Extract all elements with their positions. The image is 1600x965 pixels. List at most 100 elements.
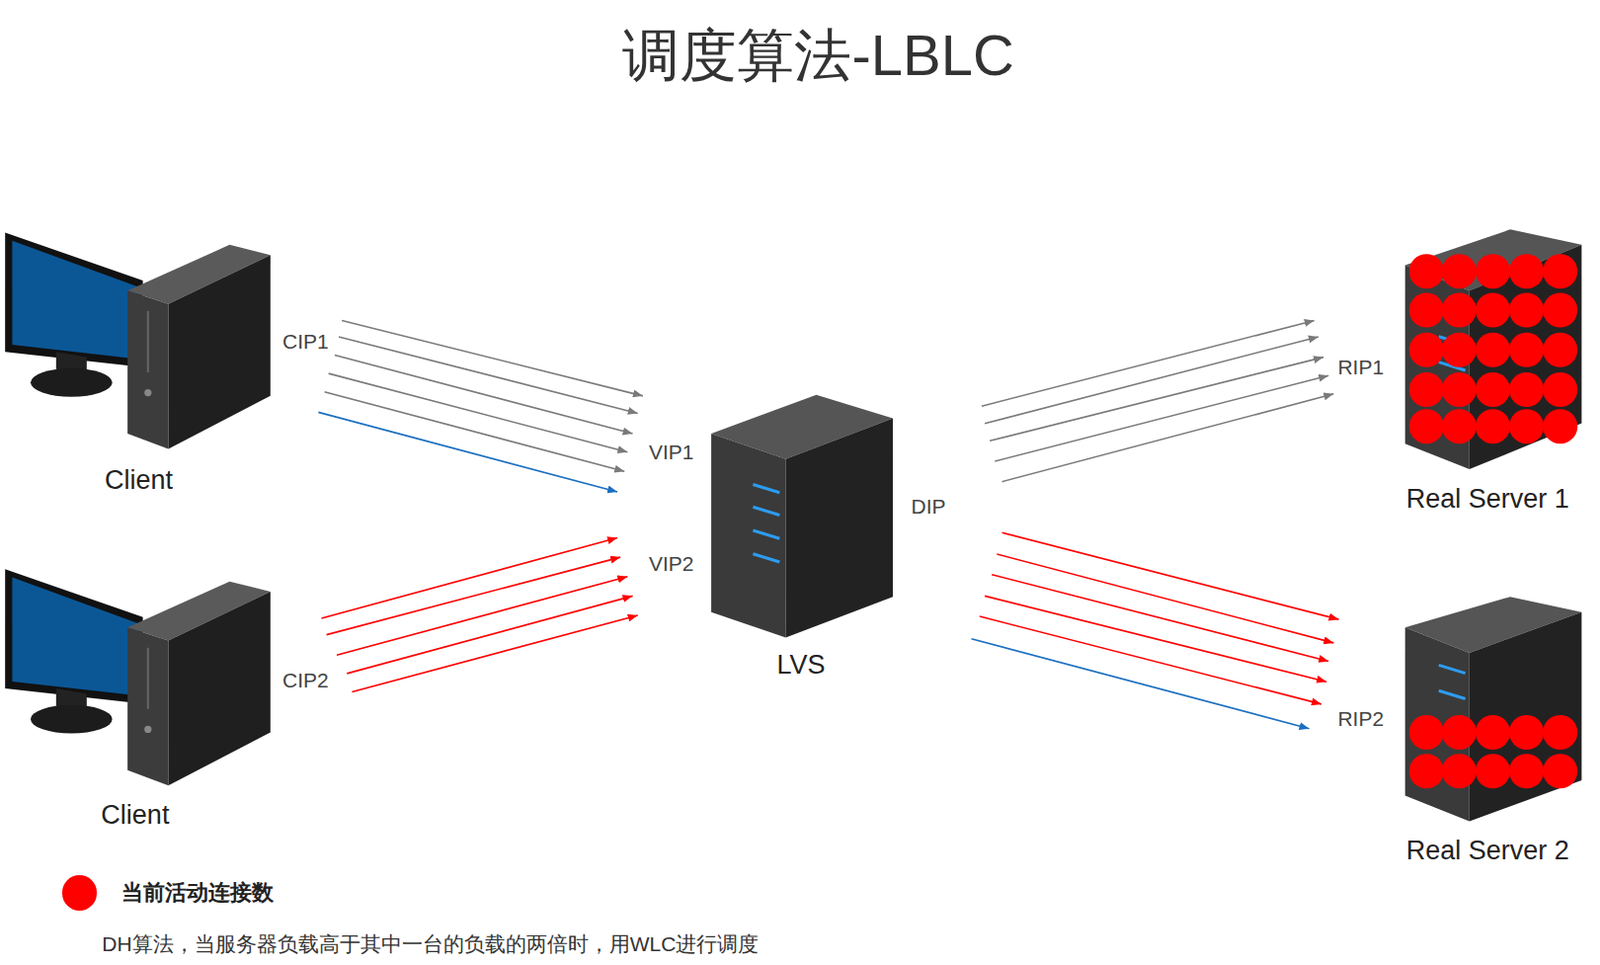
address-label: CIP2 — [280, 668, 331, 693]
connection-dot — [1441, 715, 1477, 750]
server-node: Real Server 2 — [1387, 596, 1589, 868]
server-top — [1405, 229, 1583, 291]
connection-dot — [1542, 408, 1578, 444]
tower-side — [167, 591, 270, 786]
connection-dot — [1441, 253, 1477, 289]
monitor-base — [30, 705, 113, 734]
server-led — [752, 554, 780, 562]
traffic-arrow — [989, 357, 1324, 442]
connection-dot — [1509, 408, 1544, 444]
connection-dot — [1409, 332, 1444, 368]
traffic-arrow — [1002, 394, 1335, 482]
connection-dot — [1542, 292, 1578, 327]
connection-dot — [1475, 715, 1511, 750]
connection-dot — [1475, 753, 1511, 789]
diagram-title: 调度算法-LBLC — [622, 21, 1014, 89]
traffic-arrow — [346, 595, 633, 674]
connection-dot — [1542, 253, 1578, 289]
connection-dot — [1475, 408, 1511, 444]
traffic-arrow — [320, 537, 618, 619]
connection-dot — [1441, 372, 1477, 407]
address-label: VIP1 — [646, 440, 697, 465]
connection-dot — [1475, 332, 1511, 368]
traffic-arrow — [971, 639, 1310, 729]
real-server — [1405, 596, 1583, 821]
caption-note: DH算法，当服务器负载高于其中一台的负载的两倍时，用WLC进行调度 — [101, 931, 759, 958]
traffic-arrow — [351, 615, 638, 692]
traffic-arrow — [979, 616, 1322, 705]
traffic-arrow — [318, 411, 618, 492]
node-label: LVS — [777, 647, 826, 682]
connection-dot — [1409, 253, 1444, 289]
real-server — [1405, 229, 1583, 470]
connection-dot — [1509, 292, 1544, 327]
connection-dot — [1441, 408, 1477, 444]
client-node: Client — [4, 565, 265, 832]
monitor-screen — [11, 240, 138, 360]
connection-dot — [1509, 253, 1544, 289]
server-led — [752, 484, 780, 493]
connection-dot — [1475, 372, 1511, 407]
connection-dot — [1542, 332, 1578, 368]
server-side — [786, 417, 893, 638]
power-button — [144, 725, 152, 733]
address-label: RIP2 — [1335, 707, 1386, 731]
connection-dot — [1475, 253, 1511, 289]
connection-dot — [1509, 372, 1544, 407]
monitor-base — [30, 368, 113, 398]
connection-dot — [1409, 372, 1444, 407]
traffic-arrow — [341, 320, 643, 396]
legend-swatch — [62, 875, 97, 910]
server-node: Real Server 1 — [1387, 229, 1589, 515]
tower-front — [127, 290, 168, 449]
connection-dot — [1509, 715, 1544, 750]
connection-dot — [1542, 715, 1578, 750]
client-computer — [4, 568, 271, 786]
monitor-screen — [11, 577, 138, 697]
tower-side — [167, 254, 270, 449]
load-balancer-node: LVS — [704, 393, 898, 682]
traffic-arrow — [338, 336, 639, 413]
connection-dot — [1509, 332, 1544, 368]
traffic-arrow — [984, 595, 1327, 682]
server-led — [752, 506, 780, 515]
connection-dot — [1542, 372, 1578, 407]
server-led — [1439, 690, 1466, 699]
traffic-arrow — [328, 373, 629, 453]
traffic-arrow — [326, 557, 622, 636]
connection-dot — [1441, 753, 1477, 789]
connection-dot — [1475, 292, 1511, 327]
client-computer — [4, 232, 271, 449]
server-side — [1469, 612, 1583, 822]
connection-dot — [1409, 753, 1444, 789]
connection-dot — [1409, 292, 1444, 327]
node-label: Client — [100, 798, 169, 832]
connection-dot — [1409, 715, 1444, 750]
connection-dots — [1409, 253, 1578, 444]
address-label: VIP2 — [646, 552, 697, 576]
traffic-arrow — [334, 355, 634, 435]
server-side — [1469, 244, 1583, 470]
lvs-server — [711, 395, 893, 639]
traffic-arrow — [1002, 532, 1340, 620]
node-label: Client — [104, 463, 173, 497]
connection-dot — [1409, 408, 1444, 444]
connection-dot — [1542, 753, 1578, 789]
monitor-bezel — [4, 568, 143, 704]
node-label: Real Server 2 — [1406, 833, 1570, 868]
drive-slot — [147, 647, 150, 710]
traffic-arrow — [996, 554, 1334, 643]
legend-entry: 当前活动连接数 — [62, 875, 274, 910]
node-label: Real Server 1 — [1406, 481, 1570, 516]
traffic-arrow — [336, 576, 628, 656]
traffic-arrow — [324, 392, 626, 473]
monitor-bezel — [4, 232, 143, 367]
power-button — [144, 389, 152, 397]
tower-front — [127, 627, 168, 786]
address-label: RIP1 — [1335, 355, 1386, 380]
connection-dot — [1441, 332, 1477, 368]
